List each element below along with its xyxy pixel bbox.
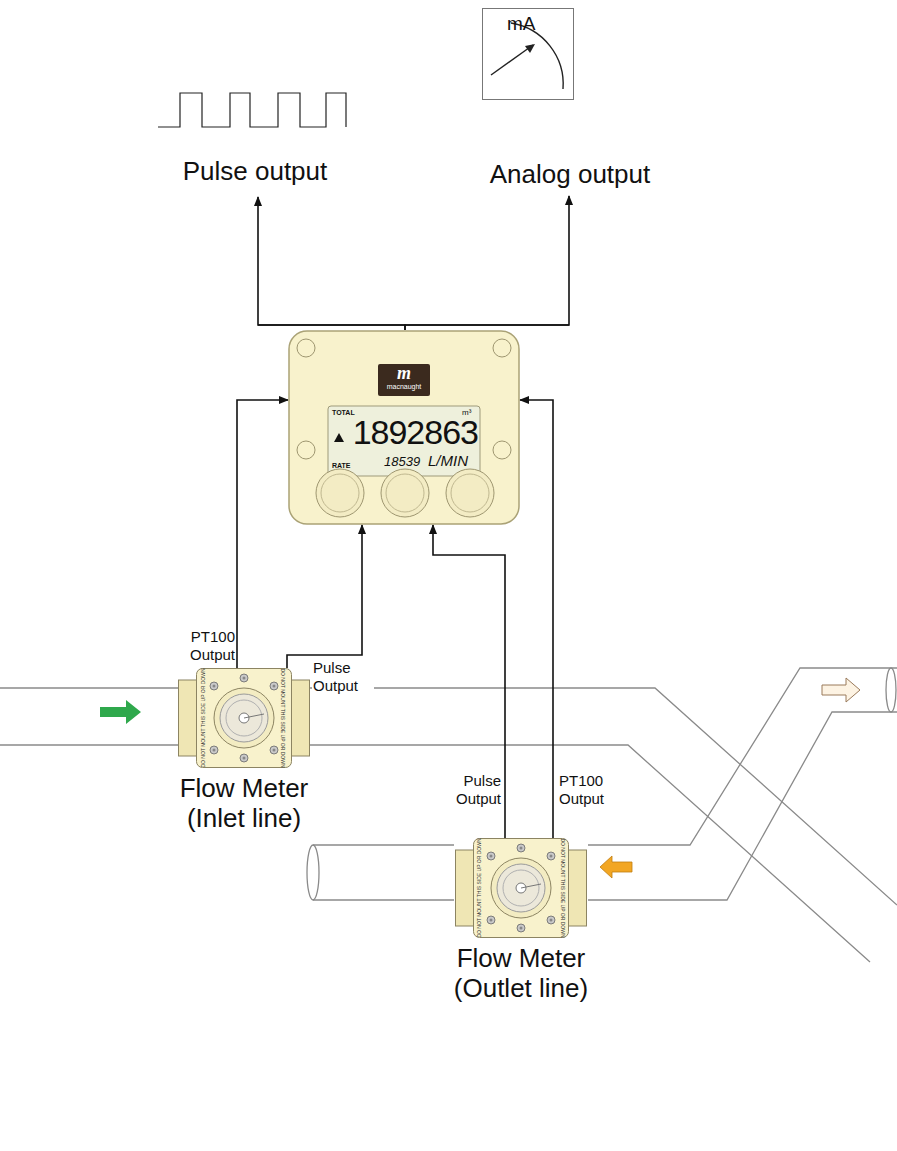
output-node: Pulse output [150,85,360,195]
pulse-wave-icon [150,85,360,135]
lcd-rate-unit: L/MIN [428,452,468,469]
meter-icon-box: mA [482,8,574,100]
signal-label: Pulse Output [312,659,374,695]
mounting-note: DO NOT MOUNT THIS SIDE UP OR DOWN [280,668,286,767]
brand-logo: mmacnaught [378,364,430,396]
unit-label: mA [507,13,536,35]
signal-connector [258,197,405,330]
signal-connector [520,400,553,838]
lcd-caption: TOTAL [332,409,355,417]
signal-connector [237,400,288,668]
signal-connector [405,196,569,330]
meter-caption: Flow Meter (Inlet line) [159,773,329,833]
display-unit: mmacnaughtTOTALm³1892863RATE18539L/MIN [288,330,520,525]
lcd-rate: 18539 [384,454,420,469]
meter-caption: Flow Meter (Outlet line) [436,943,606,1003]
signal-label: Pulse Output [440,772,502,808]
signal-label: PT100 Output [558,772,630,808]
lcd-total: 1892863 [348,414,478,450]
flow-meter-body [455,838,587,938]
signal-label: PT100 Output [168,628,236,664]
logo-mark: m [378,364,430,382]
mounting-note: DO NOT MOUNT THIS SIDE UP OR DOWN [560,838,566,937]
signal-connector [287,525,362,668]
output-node: mA Analog output [455,8,685,194]
signal-connector [433,525,505,838]
output-label: Analog output [455,158,685,190]
mounting-note: DO NOT MOUNT THIS SIDE UP OR DOWN [476,838,482,937]
brand-name: macnaught [378,382,430,392]
flow-meter-body [178,668,310,768]
mounting-note: DO NOT MOUNT THIS SIDE UP OR DOWN [200,668,206,767]
output-label: Pulse output [150,155,360,187]
flow-meter: Flow Meter (Outlet line) [421,838,621,1008]
lcd-caption: RATE [332,462,351,470]
